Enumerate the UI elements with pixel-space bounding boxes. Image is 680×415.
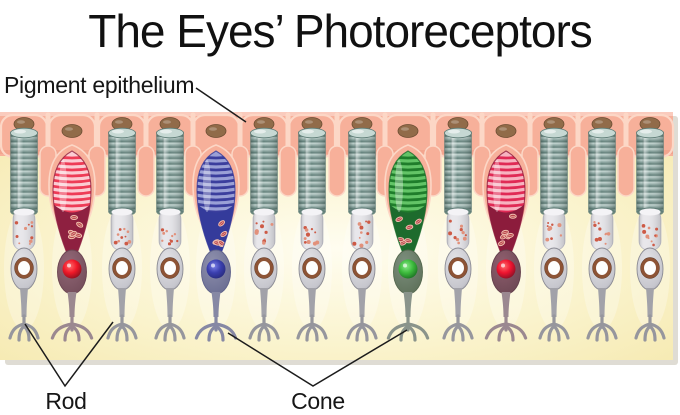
label-pigment-epithelium: Pigment epithelium — [4, 72, 194, 99]
epithelium-nucleus — [206, 125, 226, 138]
epithelium-nucleus — [62, 125, 82, 138]
page-title: The Eyes’ Photoreceptors — [88, 6, 592, 57]
epithelium-nucleus — [496, 125, 516, 138]
epithelium-nucleus — [398, 125, 418, 138]
label-cone: Cone — [291, 388, 345, 415]
label-rod: Rod — [45, 388, 86, 415]
